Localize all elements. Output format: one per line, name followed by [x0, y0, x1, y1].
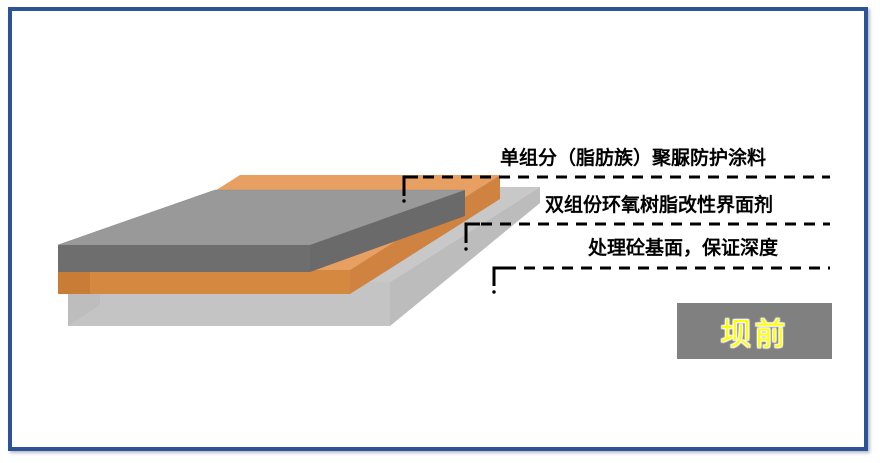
leader-line-interface [464, 222, 830, 228]
callout-label-interface: 双组份环氧树脂改性界面剂 [545, 194, 774, 216]
location-badge-label: 坝前 [720, 316, 789, 353]
leader-corner-stubs [402, 175, 508, 286]
location-badge: 坝前 [677, 303, 832, 359]
leader-line-substrate [492, 266, 830, 276]
callout-label-substrate: 处理砼基面，保证深度 [588, 237, 779, 259]
leader-anchor-dots [402, 199, 496, 294]
callout-label-topcoat: 单组分（脂肪族）聚脲防护涂料 [500, 147, 767, 169]
layer-topcoat [57, 189, 466, 272]
